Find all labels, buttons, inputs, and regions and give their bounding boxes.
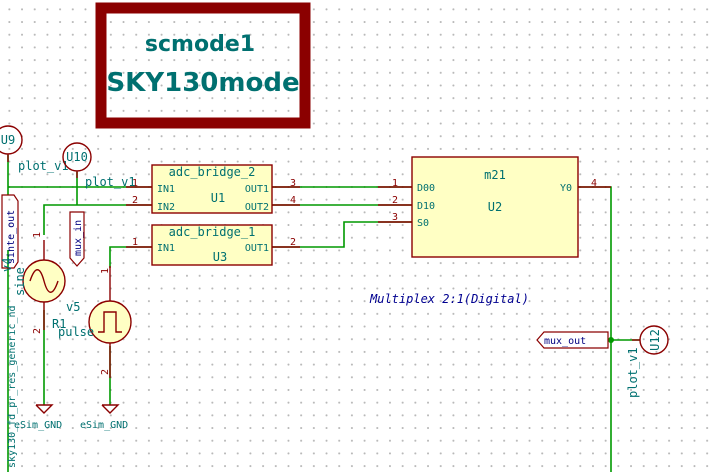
- pin-num-out1: 2: [290, 237, 296, 248]
- pin-d00-name: D00: [417, 183, 435, 194]
- pin-num-d00: 1: [392, 178, 398, 189]
- ground-1[interactable]: eSim_GND: [14, 404, 62, 431]
- label-sine-out[interactable]: sinte_out: [1, 194, 19, 269]
- pin-y0-name: Y0: [560, 183, 572, 194]
- plot-u12[interactable]: U12 plot_v1: [626, 325, 669, 398]
- pulse-ref: v5: [66, 300, 80, 314]
- sine-pin1-num: 1: [32, 232, 43, 238]
- pulse-source-circle: [88, 300, 132, 344]
- label-sine-out-shape: [1, 194, 19, 269]
- pin-out1-name: OUT1: [245, 243, 269, 254]
- pin-num-d10: 2: [392, 195, 398, 206]
- pin-num-out1: 3: [290, 178, 296, 189]
- plot-u12-net: plot_v1: [626, 347, 640, 398]
- pin-d10-name: D10: [417, 201, 435, 212]
- wire-in2[interactable]: [43, 204, 152, 235]
- plot-u9[interactable]: U9 plot_v1: [0, 125, 69, 173]
- plot-u12-ref: U12: [648, 329, 662, 351]
- adc-bridge-2-component[interactable]: adc_bridge_2 U1 IN1 IN2 OUT1 OUT2 1 2 3 …: [126, 164, 300, 214]
- plot-u9-ref: U9: [1, 133, 15, 147]
- pin-in2-name: IN2: [157, 202, 175, 213]
- pulse-value: pulse: [58, 325, 94, 339]
- plot-u10-ref: U10: [66, 150, 88, 164]
- adc-bridge-1-component[interactable]: adc_bridge_1 U3 IN1 OUT1 1 2: [126, 224, 300, 266]
- pin-in1-name: IN1: [157, 243, 175, 254]
- pin-in1-name: IN1: [157, 184, 175, 195]
- pin-out2-name: OUT2: [245, 202, 269, 213]
- pin-num-in1: 1: [132, 178, 138, 189]
- label-mux-in-shape: [69, 211, 85, 267]
- resistor-value: sky130_fd_pr_res_generic_nd: [7, 305, 18, 468]
- label-mux-in-text: mux_in: [73, 220, 84, 256]
- title-block[interactable]: scmode1 SKY130mode: [95, 2, 311, 129]
- adc-bridge-1-ref: U3: [213, 250, 227, 264]
- title-line1: scmode1: [145, 32, 255, 57]
- mux-component[interactable]: m21 U2 D00 D10 S0 Y0 1 2 3 4: [378, 156, 611, 258]
- pin-s0-name: S0: [417, 218, 429, 229]
- adc-bridge-2-ref: U1: [211, 191, 225, 205]
- pulse-wave-icon: [98, 311, 122, 333]
- sine-pin2-num: 2: [32, 328, 43, 334]
- wire-y0-out[interactable]: [578, 186, 612, 472]
- label-mux-out[interactable]: mux_out: [536, 331, 609, 349]
- title-line2: SKY130mode: [106, 68, 299, 98]
- ground-2-label: eSim_GND: [80, 420, 128, 431]
- mux-value: m21: [484, 168, 506, 182]
- pin-out1-name: OUT1: [245, 184, 269, 195]
- resistor-r1[interactable]: R1 sky130_fd_pr_res_generic_nd: [7, 305, 66, 468]
- pulse-source[interactable]: 1 2 v5 pulse: [58, 266, 132, 378]
- sine-wave-icon: [29, 269, 59, 293]
- label-mux-in[interactable]: mux_in: [69, 211, 85, 267]
- pulse-pin2-num: 2: [100, 369, 111, 375]
- label-mux-out-shape: [536, 331, 609, 349]
- plot-u10-net: plot_v1: [85, 175, 136, 189]
- ground-2-symbol: [101, 404, 120, 414]
- label-sine-out-text: sinte_out: [6, 210, 17, 264]
- plot-u10[interactable]: U10 plot_v1: [62, 142, 136, 189]
- adc-bridge-1-body: [151, 224, 273, 266]
- adc-bridge-2-body: [151, 164, 273, 214]
- pulse-pin1-num: 1: [100, 268, 111, 274]
- wire-pulse-in1[interactable]: [109, 246, 152, 268]
- pin-num-in2: 2: [132, 195, 138, 206]
- sine-value: sine: [13, 267, 27, 296]
- sine-ref: v4: [0, 258, 14, 272]
- mux-ref: U2: [488, 200, 502, 214]
- label-mux-out-text: mux_out: [544, 336, 586, 347]
- plot-u9-net: plot_v1: [18, 159, 69, 173]
- resistor-ref: R1: [52, 317, 66, 331]
- sine-source[interactable]: 1 2 v4 sine: [0, 232, 66, 334]
- adc-bridge-2-value: adc_bridge_2: [169, 165, 256, 179]
- pin-num-in1: 1: [132, 237, 138, 248]
- mux-note: Multiplex 2:1(Digital): [369, 292, 529, 306]
- pin-num-out2: 4: [290, 195, 296, 206]
- ground-2[interactable]: eSim_GND: [80, 404, 128, 431]
- mux-body: [411, 156, 579, 258]
- pin-num-y0: 4: [591, 178, 597, 189]
- pin-num-s0: 3: [392, 212, 398, 223]
- title-frame: [95, 2, 311, 129]
- ground-1-label: eSim_GND: [14, 420, 62, 431]
- adc-bridge-1-value: adc_bridge_1: [169, 225, 256, 239]
- ground-1-symbol: [35, 404, 54, 414]
- junction-dot: [608, 337, 614, 343]
